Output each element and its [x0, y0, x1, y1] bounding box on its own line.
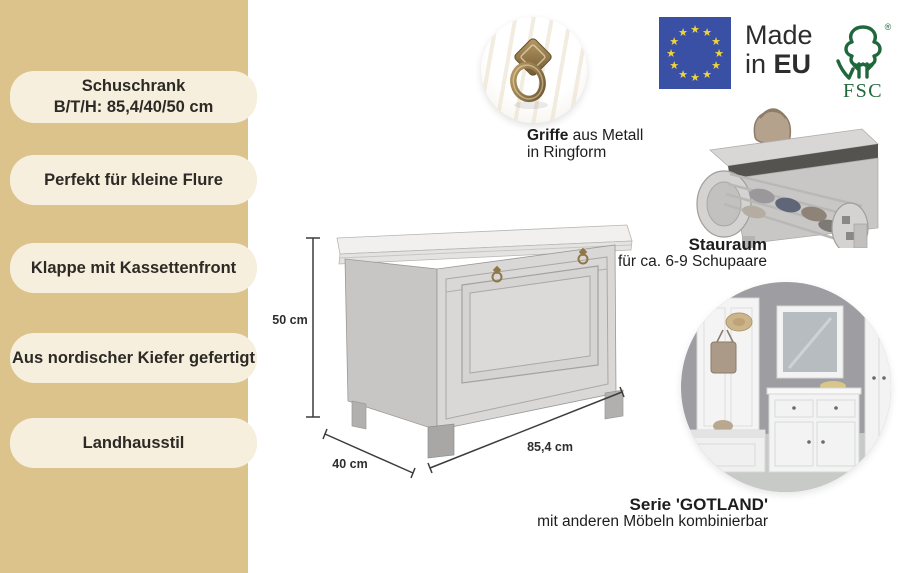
width-label: 85,4 cm [527, 440, 573, 454]
svg-text:★: ★ [669, 59, 679, 72]
product-dimensions: B/T/H: 85,4/40/50 cm [53, 98, 214, 116]
svg-text:★: ★ [669, 35, 679, 48]
storage-subtitle: für ca. 6-9 Schupaare [617, 253, 767, 270]
product-name: Schuschrank [81, 77, 186, 95]
eu-flag-icon: ★★★ ★★★ ★★★ ★★★ [659, 17, 731, 89]
series-photo [681, 282, 891, 492]
commode [766, 381, 862, 473]
handle-caption-line2: in Ringform [527, 144, 607, 161]
storage-caption: Stauraum für ca. 6-9 Schupaare [618, 236, 767, 270]
mirror [776, 305, 844, 379]
cabinet-dimension-drawing: 50 cm 40 cm 85,4 cm [272, 224, 633, 479]
feature-pill-small-hallways: Perfekt für kleine Flure [10, 155, 257, 205]
handle-caption-rest: aus Metall [568, 127, 644, 144]
made-in-line2-prefix: in [745, 49, 774, 79]
svg-text:★: ★ [714, 47, 724, 60]
shoe [742, 205, 766, 219]
storage-cabinet-foot [742, 236, 755, 248]
shoe [801, 206, 827, 222]
fsc-registered-mark: ® [885, 22, 892, 32]
made-in-eu-bold: EU [773, 49, 812, 79]
made-in-line1: Made [745, 20, 813, 50]
storage-title: Stauraum [688, 235, 767, 254]
height-dimension [306, 237, 320, 418]
wardrobe [864, 293, 891, 475]
svg-text:★: ★ [678, 68, 688, 81]
cabinet-top-edge [338, 240, 633, 265]
series-title: Serie 'GOTLAND' [629, 495, 768, 514]
feature-pill-country-style: Landhausstil [10, 418, 257, 468]
flap-ring-handle-left [491, 265, 503, 283]
svg-text:★: ★ [666, 47, 676, 60]
svg-text:★: ★ [690, 71, 700, 84]
hallway-scene [681, 282, 891, 492]
svg-text:★: ★ [711, 59, 721, 72]
shoe [749, 188, 775, 204]
feature-pill-nordic-pine: Aus nordischer Kiefer gefertigt [10, 333, 257, 383]
svg-text:★: ★ [702, 68, 712, 81]
handle-caption-bold: Griffe [527, 127, 569, 144]
fsc-label: FSC [843, 80, 883, 102]
feature-pill-dimensions: Schuschrank B/T/H: 85,4/40/50 cm [10, 71, 257, 123]
feature-label: Klappe mit Kassettenfront [30, 258, 237, 277]
cassette-panel-inner [469, 275, 591, 374]
storage-cabinet-foot [853, 223, 868, 248]
open-compartment [728, 144, 878, 179]
svg-text:★: ★ [678, 26, 688, 39]
series-caption: Serie 'GOTLAND' mit anderen Möbeln kombi… [537, 496, 768, 530]
height-label: 50 cm [272, 313, 307, 327]
depth-dimension [322, 428, 416, 479]
wall-panel [696, 297, 760, 441]
storage-photo [696, 108, 879, 248]
feature-label: Perfekt für kleine Flure [44, 170, 223, 189]
cabinet-foot [427, 423, 455, 459]
handle-caption: Griffe aus Metall in Ringform [527, 127, 643, 161]
fsc-logo-icon: ® FSC [836, 22, 892, 102]
cabinet-flap [445, 256, 609, 420]
depth-label: 40 cm [332, 457, 367, 471]
svg-text:★: ★ [702, 26, 712, 39]
made-in-eu-badge: Made in EU [745, 21, 813, 79]
open-shoe-tray [696, 170, 869, 248]
width-dimension [427, 386, 625, 474]
shoe [775, 197, 801, 213]
series-subtitle: mit anderen Möbeln kombinierbar [537, 513, 768, 530]
handle-detail-photo [481, 17, 587, 123]
svg-text:★: ★ [690, 23, 700, 36]
cabinet-foot [351, 400, 367, 430]
hanging-bag [710, 341, 737, 374]
svg-text:★: ★ [711, 35, 721, 48]
feature-label: Landhausstil [82, 433, 185, 452]
feature-pill-flap-front: Klappe mit Kassettenfront [10, 243, 257, 293]
ring-handle-icon [510, 38, 552, 109]
cabinet-foot [604, 389, 624, 420]
feature-label: Aus nordischer Kiefer gefertigt [12, 348, 255, 367]
